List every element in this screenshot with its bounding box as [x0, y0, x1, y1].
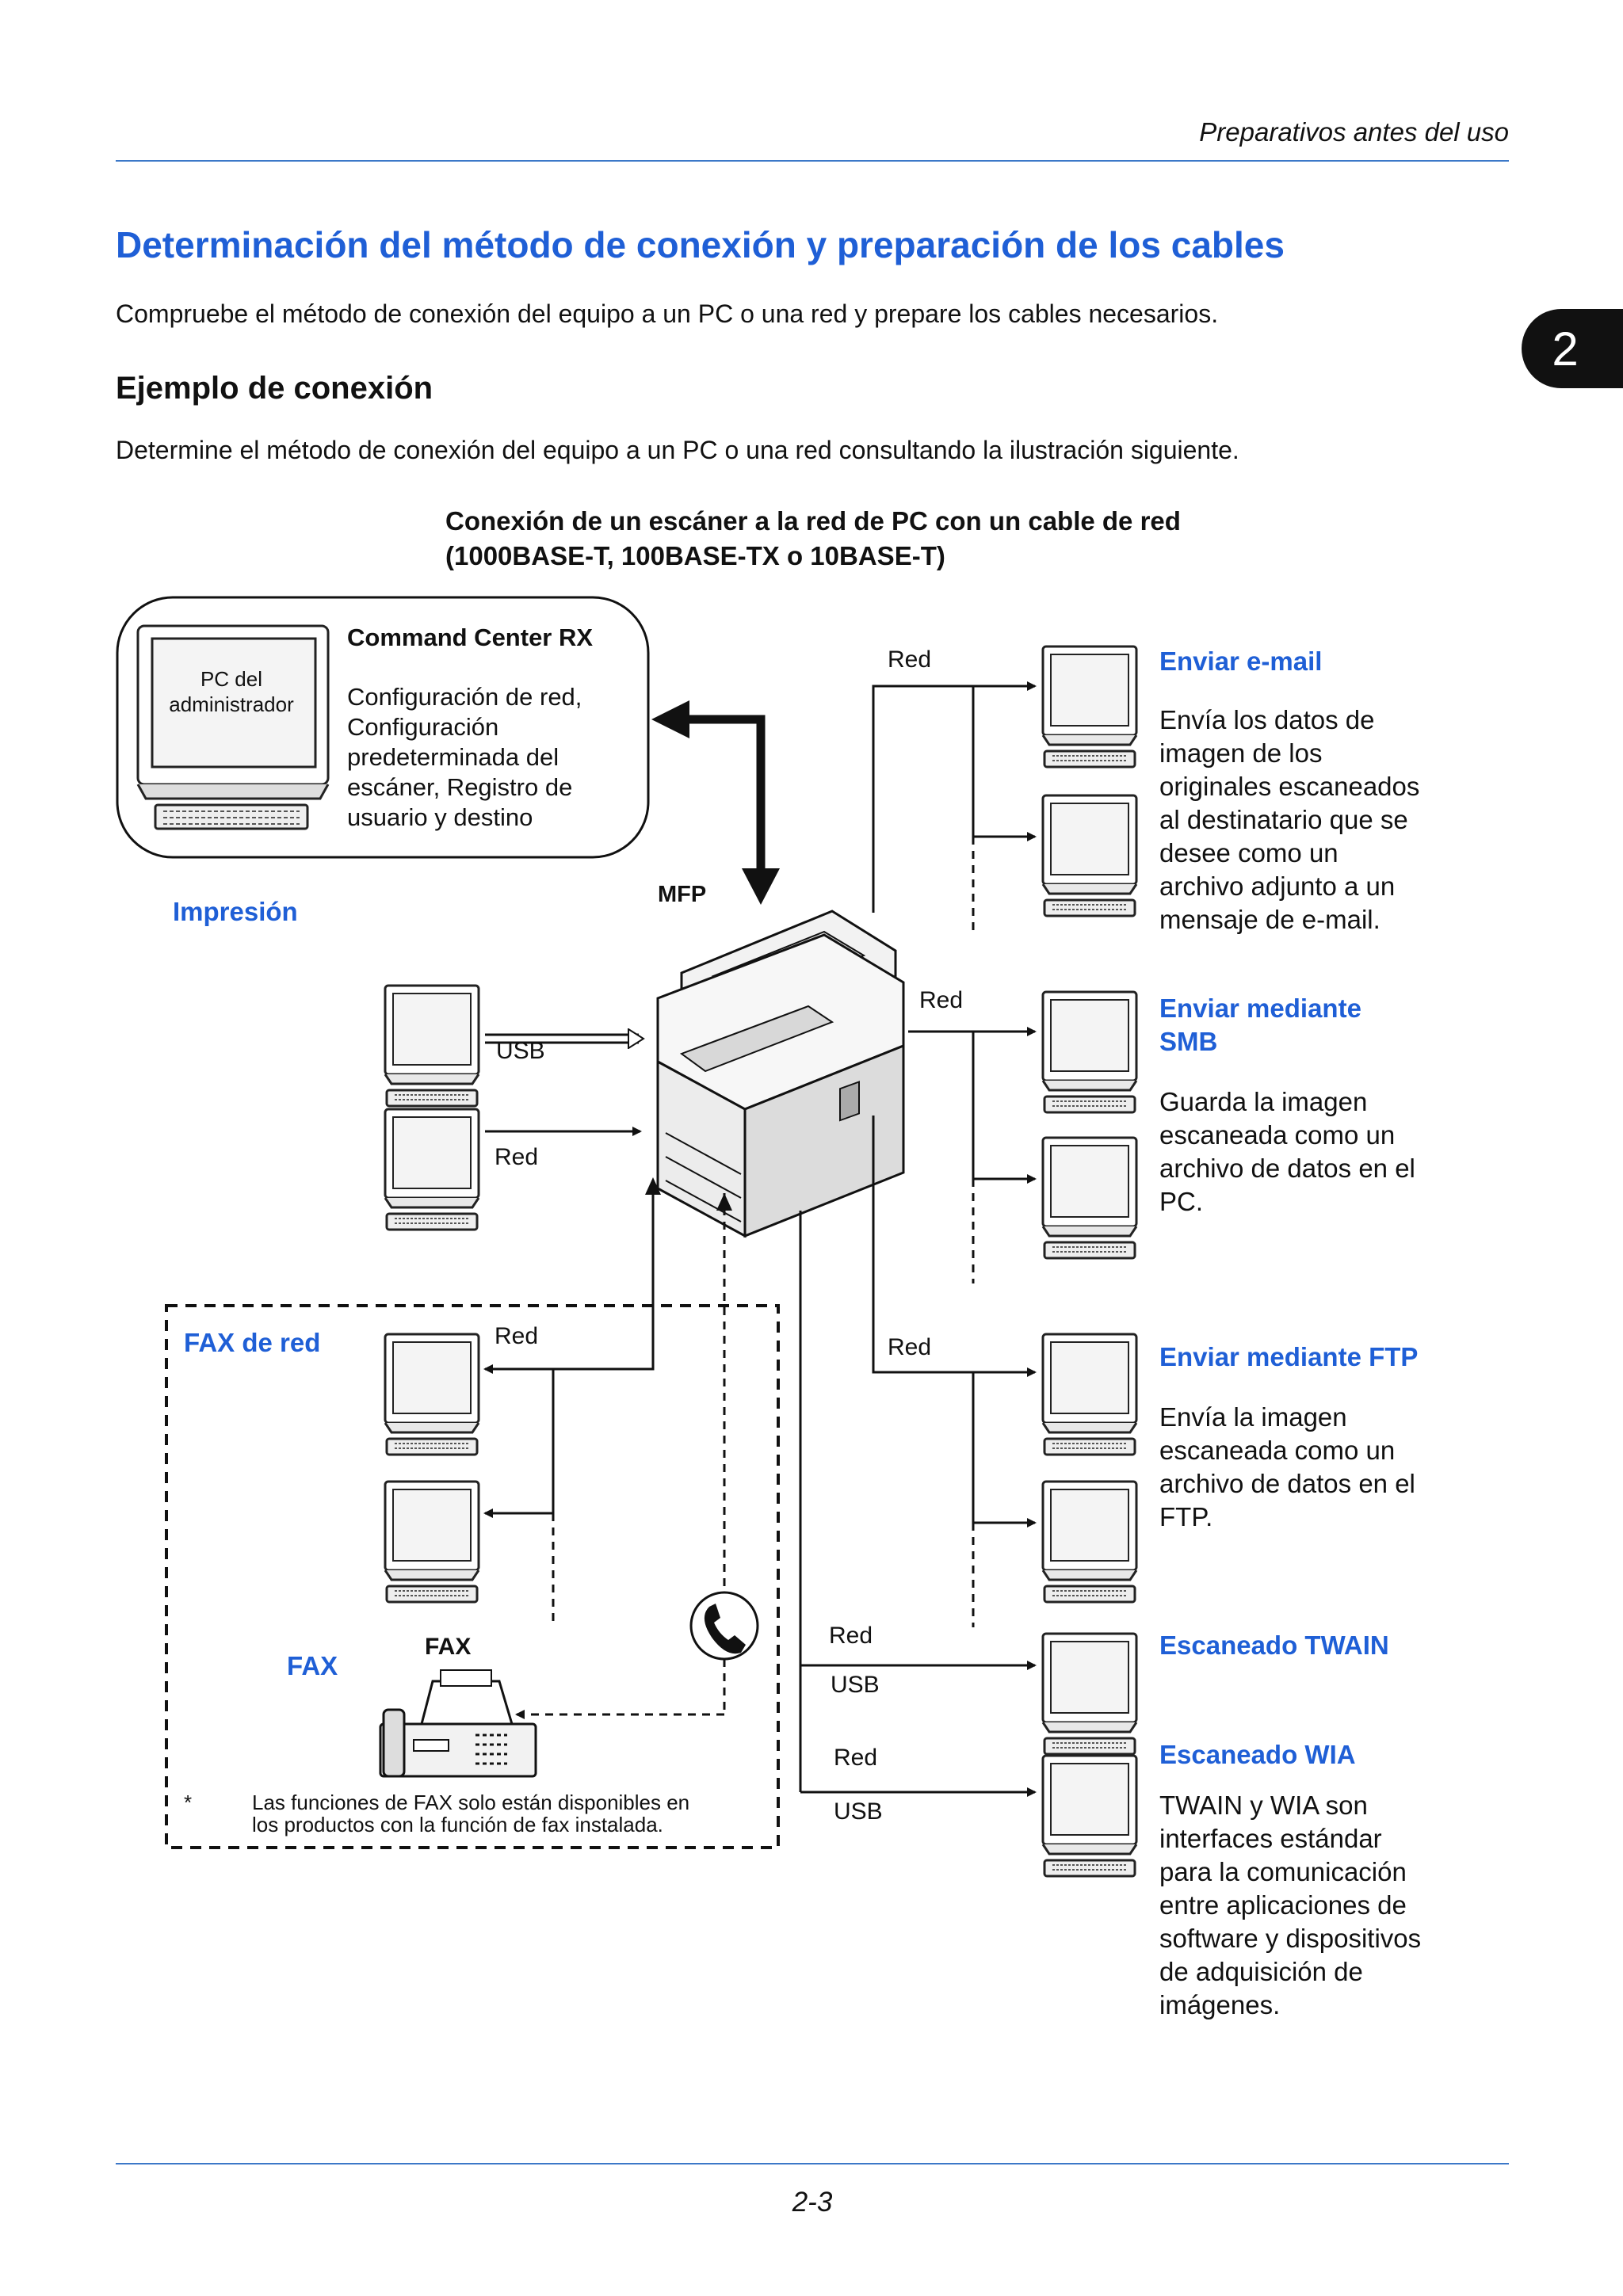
admin-pc-icon	[136, 624, 330, 830]
wia-line-text: para la comunicación	[1159, 1857, 1407, 1886]
email-desc: Envía los datos de imagen de los origina…	[1159, 705, 1419, 934]
usb-label-wia: USB	[834, 1798, 883, 1825]
ftp-pc-1-icon	[1041, 1333, 1138, 1456]
wia-title: Escaneado WIA	[1159, 1740, 1356, 1769]
command-center-arrow	[651, 700, 780, 905]
email-pc-2-icon	[1041, 794, 1138, 917]
header-rule	[116, 160, 1509, 162]
command-center-title: Command Center RX	[347, 624, 593, 651]
smb-pc-1-icon	[1041, 990, 1138, 1114]
smb-line-text: escaneada como un	[1159, 1120, 1395, 1150]
usb-label-twain: USB	[831, 1672, 880, 1698]
red-label-wia: Red	[834, 1745, 877, 1771]
email-line-text: mensaje de e-mail.	[1159, 905, 1381, 934]
ftp-line-text: Envía la imagen	[1159, 1402, 1347, 1432]
subsection-title: Ejemplo de conexión	[116, 371, 433, 406]
red-label-smb: Red	[919, 987, 963, 1013]
ftp-pc-2-icon	[1041, 1480, 1138, 1604]
caption-line-1: Conexión de un escáner a la red de PC co…	[445, 506, 1181, 536]
fax-device-label: FAX	[425, 1634, 471, 1660]
fax-network-label: FAX de red	[184, 1328, 320, 1357]
smb-title-1: Enviar mediante	[1159, 994, 1361, 1023]
cc-line: escáner, Registro de	[347, 773, 572, 801]
diagram-caption: Conexión de un escáner a la red de PC co…	[445, 504, 1181, 574]
cc-line: Configuración	[347, 713, 498, 741]
smb-line-text: PC.	[1159, 1187, 1203, 1216]
chapter-tab: 2	[1522, 309, 1623, 388]
wia-pc-icon	[1041, 1754, 1138, 1878]
footnote-mark: *	[184, 1791, 192, 1814]
print-pc-usb-icon	[384, 984, 480, 1108]
phone-icon	[689, 1591, 759, 1661]
command-center-desc: Configuración de red, Configuración pred…	[347, 683, 582, 831]
wia-line-text: interfaces estándar	[1159, 1824, 1382, 1853]
red-label-email: Red	[888, 646, 931, 673]
email-line-text: al destinatario que se	[1159, 805, 1408, 834]
smb-desc: Guarda la imagen escaneada como un archi…	[1159, 1087, 1415, 1216]
red-label-fax: Red	[495, 1323, 538, 1349]
usb-label-print: USB	[496, 1038, 545, 1064]
smb-title-2: SMB	[1159, 1027, 1217, 1056]
section-title: Determinación del método de conexión y p…	[116, 224, 1285, 265]
fax-phone-arrow-up	[716, 1193, 732, 1211]
wia-line-text: entre aplicaciones de	[1159, 1890, 1407, 1920]
email-line-text: originales escaneados	[1159, 772, 1419, 801]
email-line	[872, 681, 1037, 913]
smb-line-text: archivo de datos en el	[1159, 1154, 1415, 1183]
fax-pc-2-icon	[384, 1480, 480, 1604]
ftp-desc: Envía la imagen escaneada como un archiv…	[1159, 1402, 1415, 1531]
fax-network-line	[483, 1180, 655, 1374]
admin-pc-label-1: PC del	[200, 667, 262, 691]
mfp-device	[656, 910, 905, 1238]
footnote-line-1: Las funciones de FAX solo están disponib…	[252, 1791, 689, 1814]
twain-title: Escaneado TWAIN	[1159, 1630, 1389, 1660]
red-label-print: Red	[495, 1144, 538, 1170]
fax-machine-icon	[379, 1669, 537, 1778]
mfp-label: MFP	[658, 882, 706, 907]
intro-paragraph: Compruebe el método de conexión del equi…	[116, 299, 1219, 328]
red-label-twain: Red	[829, 1623, 873, 1649]
print-pc-network-icon	[384, 1108, 480, 1231]
cc-line: usuario y destino	[347, 803, 533, 831]
twain-pc-icon	[1041, 1632, 1138, 1756]
ftp-line-text: FTP.	[1159, 1502, 1212, 1531]
footer-rule	[116, 2163, 1509, 2164]
subsection-intro: Determine el método de conexión del equi…	[116, 436, 1239, 464]
fax-label: FAX	[287, 1651, 338, 1680]
ftp-line-text: escaneada como un	[1159, 1436, 1395, 1465]
ftp-title: Enviar mediante FTP	[1159, 1342, 1418, 1371]
email-line-text: imagen de los	[1159, 738, 1322, 768]
wia-line-text: TWAIN y WIA son	[1159, 1791, 1368, 1820]
cc-line: Configuración de red,	[347, 683, 582, 711]
print-label: Impresión	[173, 897, 298, 926]
wia-line-text: imágenes.	[1159, 1990, 1280, 2019]
running-header: Preparativos antes del uso	[1199, 117, 1509, 147]
wia-line-text: software y dispositivos	[1159, 1924, 1421, 1953]
ftp-line-text: archivo de datos en el	[1159, 1469, 1415, 1498]
email-line-text: archivo adjunto a un	[1159, 871, 1395, 901]
cc-line: predeterminada del	[347, 743, 559, 771]
red-label-ftp: Red	[888, 1334, 931, 1360]
email-line-text: desee como un	[1159, 838, 1338, 868]
email-line-text: Envía los datos de	[1159, 705, 1375, 734]
caption-line-2: (1000BASE-T, 100BASE-TX o 10BASE-T)	[445, 541, 945, 570]
admin-pc-label-2: administrador	[169, 692, 294, 716]
fax-network-arrow-up	[645, 1177, 661, 1195]
footnote-line-2: los productos con la función de fax inst…	[252, 1813, 663, 1836]
smb-line-text: Guarda la imagen	[1159, 1087, 1367, 1116]
wia-line-text: de adquisición de	[1159, 1957, 1363, 1986]
email-title: Enviar e-mail	[1159, 646, 1322, 676]
fax-pc-1-icon	[384, 1333, 480, 1456]
page-number: 2-3	[792, 2187, 833, 2218]
fax-dashed-box	[165, 1304, 780, 1849]
smb-pc-2-icon	[1041, 1136, 1138, 1260]
ftp-line	[872, 1116, 1037, 1377]
email-pc-1-icon	[1041, 645, 1138, 769]
wia-desc: TWAIN y WIA son interfaces estándar para…	[1159, 1791, 1421, 2019]
